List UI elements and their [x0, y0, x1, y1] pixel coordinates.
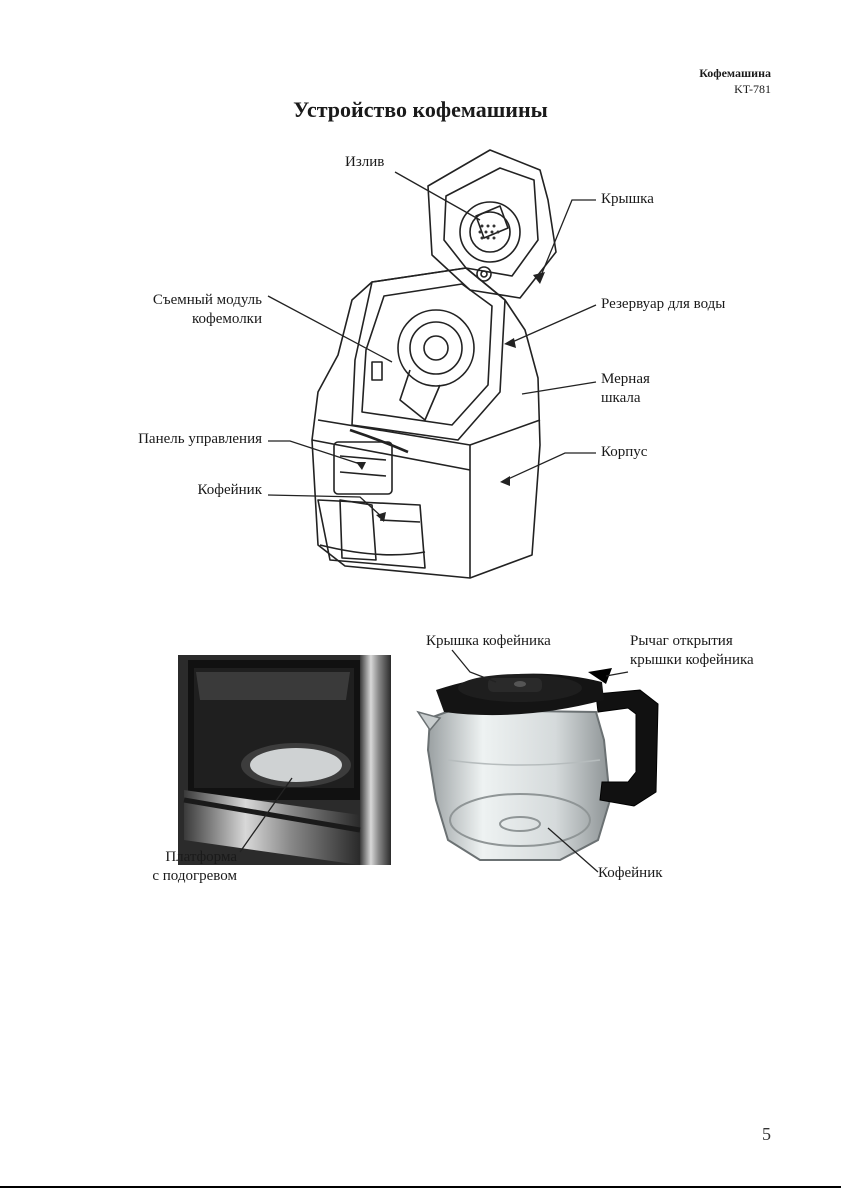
label-water-tank: Резервуар для воды — [601, 295, 725, 314]
label-body: Корпус — [601, 443, 647, 462]
diagram-leader-lines — [268, 172, 596, 517]
label-lever-line1: Рычаг открытия — [630, 632, 733, 651]
label-carafe-photo: Кофейник — [598, 864, 663, 883]
carafe-glass — [428, 710, 610, 860]
diagram-arrowheads — [356, 272, 545, 522]
page-number: 5 — [762, 1124, 771, 1145]
label-spout: Излив — [345, 153, 384, 172]
label-platform-line2: с подогревом — [152, 867, 237, 886]
label-control-panel: Панель управления — [138, 430, 262, 449]
label-grinder-line2: кофемолки — [192, 310, 262, 329]
machine-body-outline — [312, 268, 540, 578]
label-platform-line1: Платформа — [165, 848, 237, 867]
warming-plate-photo — [178, 655, 391, 865]
label-scale-line1: Мерная — [601, 370, 650, 389]
warming-plate — [250, 748, 342, 782]
label-carafe-diagram: Кофейник — [197, 481, 262, 500]
label-scale-line2: шкала — [601, 389, 641, 408]
machine-line-drawing — [312, 150, 556, 578]
bottom-rule — [0, 1186, 841, 1188]
label-carafe-lid: Крышка кофейника — [426, 632, 551, 651]
carafe-photo — [418, 668, 658, 860]
label-lever-line2: крышки кофейника — [630, 651, 754, 670]
label-lid: Крышка — [601, 190, 654, 209]
label-grinder-line1: Съемный модуль — [153, 291, 262, 310]
